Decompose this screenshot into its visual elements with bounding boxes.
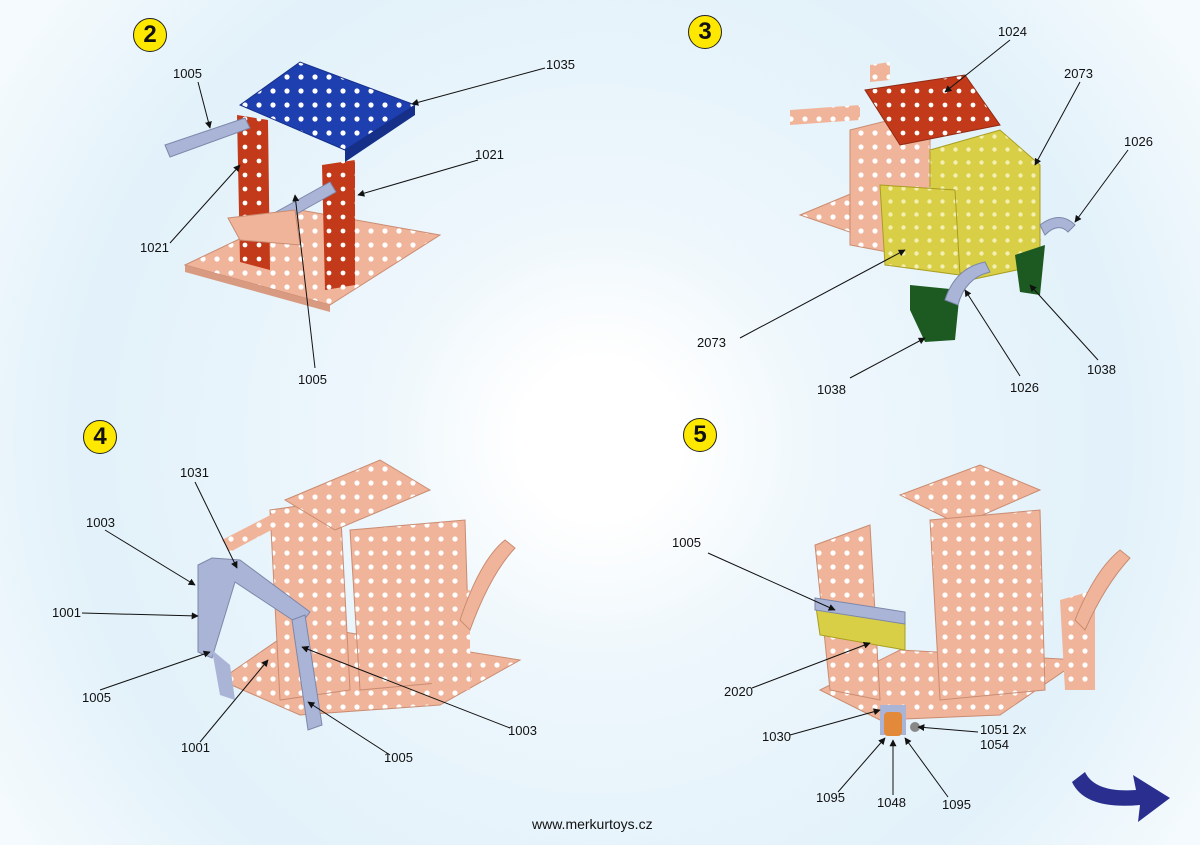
part-label: 2073 (697, 335, 726, 350)
part-label: 1038 (1087, 362, 1116, 377)
step-5-model (814, 464, 1131, 736)
step-4-model (197, 459, 522, 731)
step-number-badge: 5 (683, 418, 717, 452)
part-label: 1005 (173, 66, 202, 81)
part-label: 1035 (546, 57, 575, 72)
step-2-model (164, 61, 442, 312)
part-label: 2073 (1064, 66, 1093, 81)
part-label: 2020 (724, 684, 753, 699)
part-label: 1003 (86, 515, 115, 530)
part-label: 1030 (762, 729, 791, 744)
part-label: 1005 (384, 750, 413, 765)
next-page-arrow-icon[interactable] (1072, 772, 1170, 822)
part-label: 1005 (82, 690, 111, 705)
part-label: 1048 (877, 795, 906, 810)
step-3-model (790, 62, 1076, 342)
part-label: 1021 (475, 147, 504, 162)
part-label: 1001 (181, 740, 210, 755)
part-label: 1001 (52, 605, 81, 620)
part-label: 1005 (672, 535, 701, 550)
part-label: 1005 (298, 372, 327, 387)
step-number-badge: 4 (83, 420, 117, 454)
footer-url: www.merkurtoys.cz (532, 816, 653, 832)
part-label: 1031 (180, 465, 209, 480)
part-label: 1054 (980, 737, 1009, 752)
part-label: 1038 (817, 382, 846, 397)
leader-lines (81, 39, 1129, 798)
part-label: 1024 (998, 24, 1027, 39)
part-label: 1051 2x (980, 722, 1027, 737)
part-label: 1095 (816, 790, 845, 805)
part-label: 1026 (1010, 380, 1039, 395)
part-label: 1003 (508, 723, 537, 738)
part-label: 1021 (140, 240, 169, 255)
part-label: 1095 (942, 797, 971, 812)
step-number-badge: 2 (133, 18, 167, 52)
part-label: 1026 (1124, 134, 1153, 149)
step-number-badge: 3 (688, 15, 722, 49)
